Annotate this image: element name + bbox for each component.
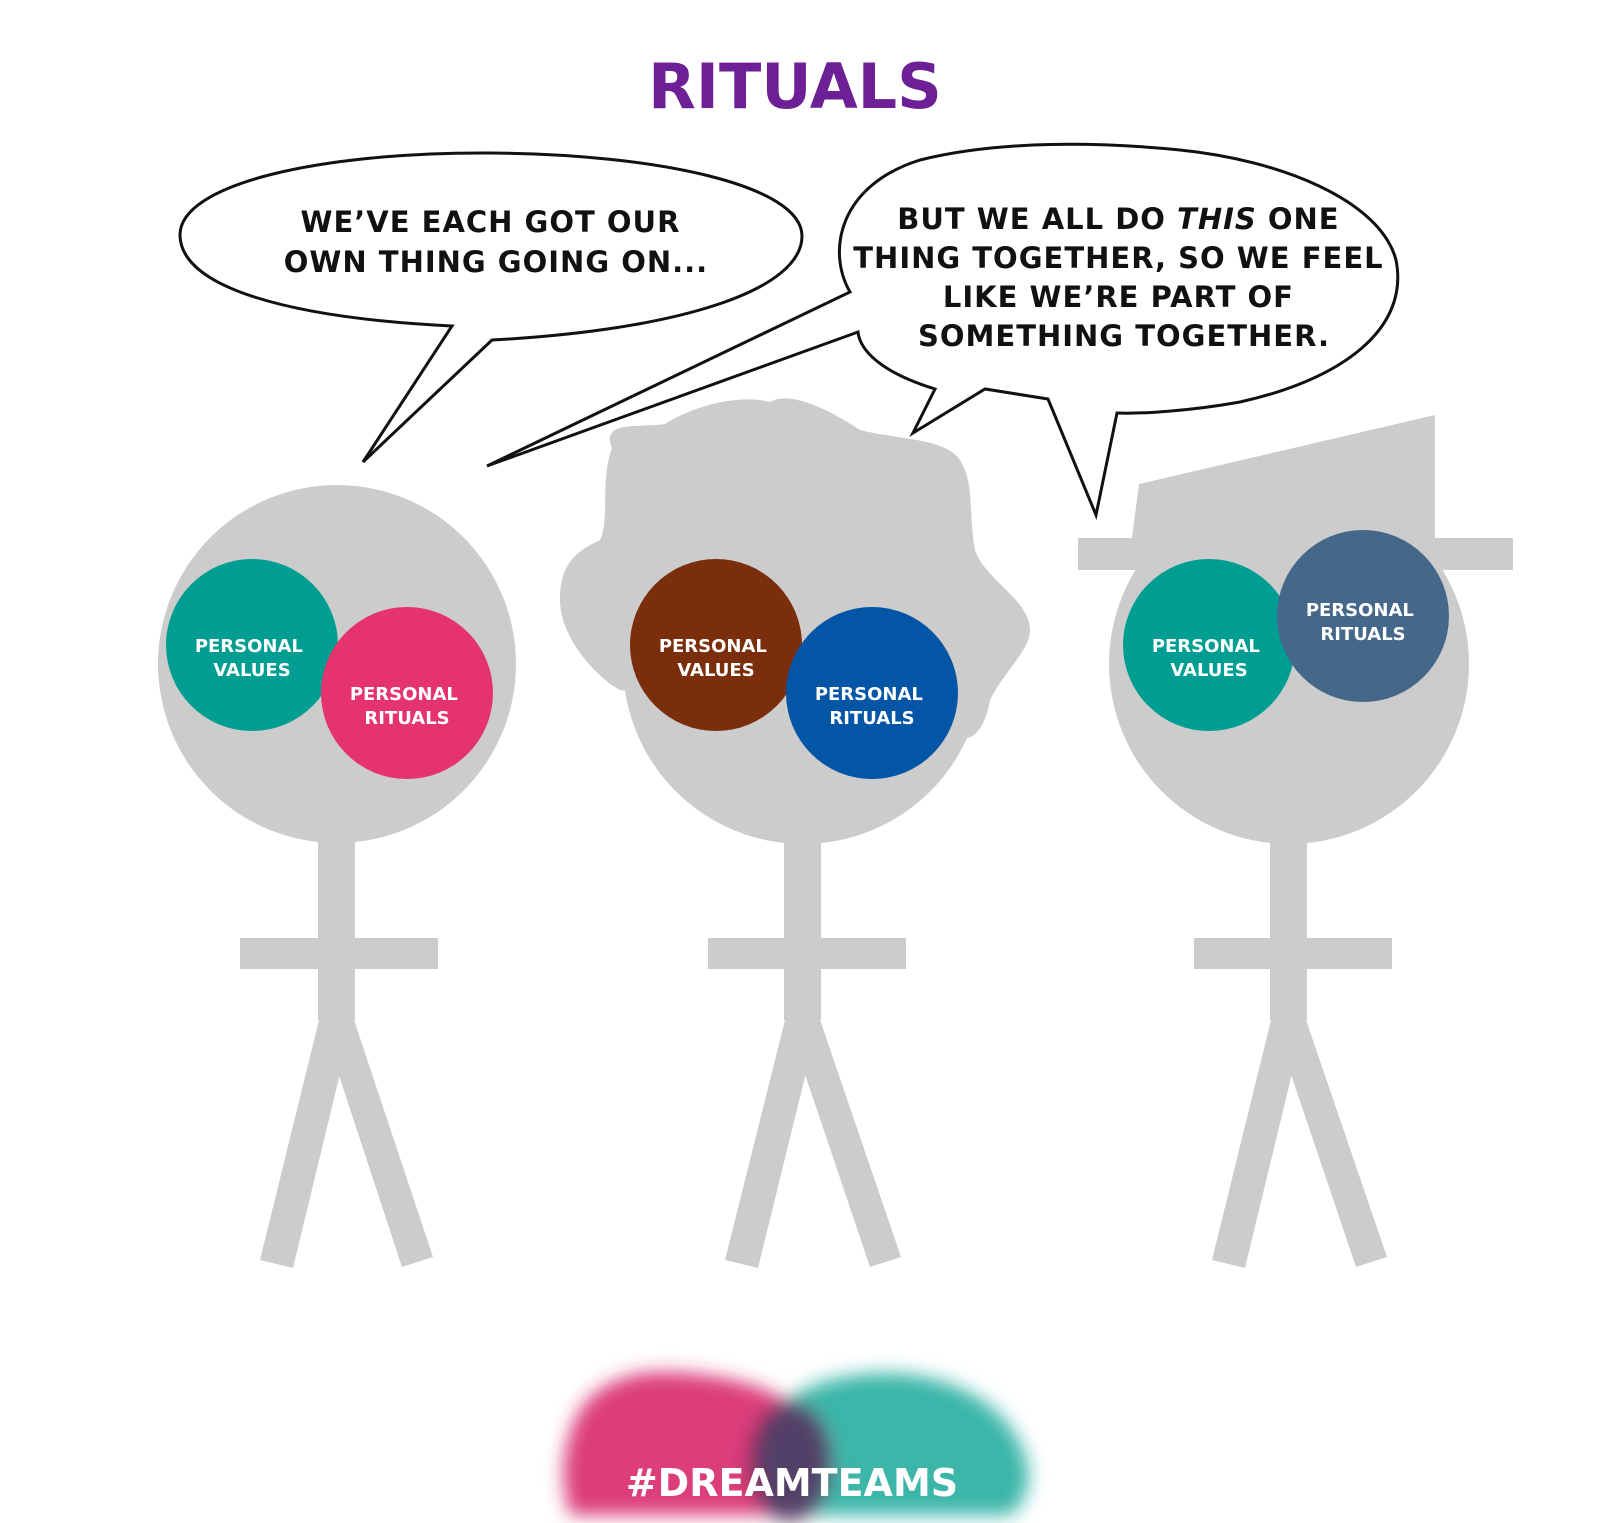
stick-figure-right: PERSONAL VALUES PERSONAL RITUALS [1078,415,1513,1268]
speech-bubble-left: WE’VE EACH GOT OUR OWN THING GOING ON... [178,151,804,464]
personal-rituals-label: PERSONAL RITUALS [815,684,929,729]
hat-crown [1131,415,1435,545]
personal-values-circle [166,559,338,731]
stick-figure-left: PERSONAL VALUES PERSONAL RITUALS [158,485,516,1268]
figure-torso [784,830,821,1020]
figure-leg-left [725,1016,818,1268]
bubble-right-line: SOMETHING TOGETHER. [918,319,1330,353]
figure-torso [318,830,355,1020]
figure-torso [1270,830,1307,1020]
hashtag-label: #DREAMTEAMS [626,1461,958,1505]
figure-leg-left [260,1016,352,1268]
stick-figure-middle: PERSONAL VALUES PERSONAL RITUALS [560,398,1030,1268]
personal-rituals-label: PERSONAL RITUALS [350,684,464,729]
figure-leg-right [788,1014,901,1267]
page-title: RITUALS [648,50,942,123]
overlap-splash [748,1402,832,1522]
figure-arms [1194,938,1392,969]
personal-rituals-circle [786,607,958,779]
personal-values-circle [1123,559,1295,731]
personal-values-label: PERSONAL VALUES [195,636,309,681]
bubble-right-line: BUT WE ALL DO THIS ONE [897,202,1339,236]
speech-bubble-right-text: BUT WE ALL DO THIS ONE THING TOGETHER, S… [853,202,1394,353]
figure-leg-left [1212,1016,1304,1268]
speech-bubble-left-text: WE’VE EACH GOT OUR OWN THING GOING ON... [284,205,708,279]
bubble-left-line: OWN THING GOING ON... [284,245,708,279]
figure-leg-right [1274,1014,1387,1267]
bubble-right-line: THING TOGETHER, SO WE FEEL [853,241,1383,275]
figure-leg-right [322,1014,433,1267]
bubble-left-line: WE’VE EACH GOT OUR [300,205,680,239]
figure-arms [708,938,906,969]
personal-values-circle [630,559,802,731]
dreamteams-logo: #DREAMTEAMS [563,1371,1029,1522]
personal-rituals-label: PERSONAL RITUALS [1306,600,1420,645]
bubble-right-line: LIKE WE’RE PART OF [943,280,1294,314]
personal-rituals-circle [1277,530,1449,702]
personal-values-label: PERSONAL VALUES [659,636,773,681]
personal-values-label: PERSONAL VALUES [1152,636,1266,681]
emphasis-this: THIS [1177,202,1257,236]
speech-bubble-right: BUT WE ALL DO THIS ONE THING TOGETHER, S… [486,142,1400,521]
figure-arms [240,938,438,969]
personal-rituals-circle [321,607,493,779]
